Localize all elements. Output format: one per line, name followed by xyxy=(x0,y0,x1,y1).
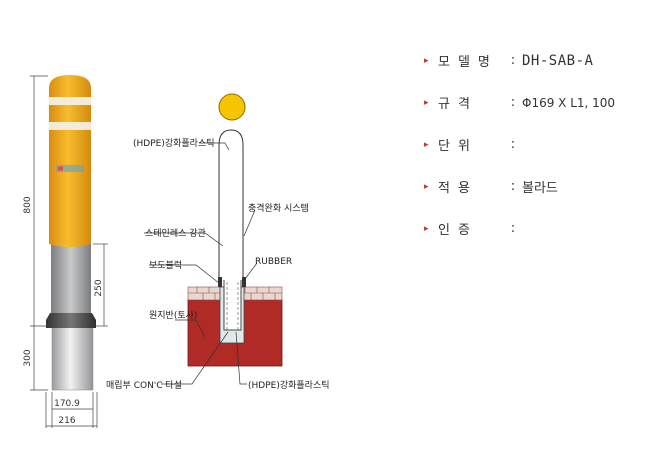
base-cylinder xyxy=(51,325,94,391)
hdpe-post xyxy=(218,129,244,280)
rubber-collar xyxy=(46,313,96,328)
spec-row-model: ▸ 모델명 : DH-SAB-A xyxy=(424,52,644,71)
cross-section xyxy=(187,93,283,367)
label-hdpe-bottom: (HDPE)강화플라스틱 xyxy=(248,379,330,391)
dim-height-total: 800 xyxy=(23,196,33,213)
spec-label: 인증 xyxy=(438,223,478,238)
spec-colon: : xyxy=(510,137,516,152)
spec-label: 규격 xyxy=(438,97,478,112)
brand-logo xyxy=(56,165,84,172)
yellow-body xyxy=(49,75,91,247)
reflector-cap xyxy=(218,93,246,121)
reflective-band-1 xyxy=(49,97,91,105)
spec-row-unit: ▸ 단위 : xyxy=(424,136,644,154)
spec-colon: : xyxy=(510,179,516,194)
bullet-icon: ▸ xyxy=(424,223,429,234)
dim-width-pipe: 170.9 xyxy=(54,399,80,409)
label-stainless: 스테인레스 강관 xyxy=(145,228,206,239)
reflective-band-2 xyxy=(49,122,91,130)
spec-value: 볼라드 xyxy=(522,181,558,196)
rubber-strip xyxy=(218,277,222,287)
spec-label: 단위 xyxy=(438,139,478,154)
label-rubber: RUBBER xyxy=(255,257,292,267)
spec-row-certification: ▸ 인증 : xyxy=(424,220,644,238)
spec-value: DH-SAB-A xyxy=(522,52,594,69)
spec-colon: : xyxy=(510,95,516,110)
bullet-icon: ▸ xyxy=(424,97,429,108)
label-concrete: 매립부 CON'C 타설 xyxy=(106,380,182,391)
spec-row-application: ▸ 적용 : 볼라드 xyxy=(424,178,644,196)
bullet-icon: ▸ xyxy=(424,55,429,66)
leader-lines xyxy=(144,142,258,385)
steel-pipe xyxy=(51,244,91,314)
logo-mark xyxy=(58,166,63,171)
spec-colon: : xyxy=(510,221,516,236)
label-shock-system: 충격완화 시스템 xyxy=(248,202,309,214)
bollard-illustration xyxy=(46,75,96,391)
dim-height-base: 300 xyxy=(23,349,33,366)
bullet-icon: ▸ xyxy=(424,139,429,150)
vertical-dimensions xyxy=(30,75,108,391)
label-hdpe-top: (HDPE)강화플라스틱 xyxy=(133,137,215,149)
bullet-icon: ▸ xyxy=(424,181,429,192)
spec-label: 모델명 xyxy=(438,55,498,70)
horizontal-dimensions xyxy=(45,392,98,428)
dim-width-base: 216 xyxy=(58,416,75,426)
spec-row-size: ▸ 규격 : Φ169 X L1, 100 xyxy=(424,94,644,112)
spec-colon: : xyxy=(510,53,516,68)
spec-value: Φ169 X L1, 100 xyxy=(522,95,616,110)
spec-label: 적용 xyxy=(438,181,478,196)
spec-list: ▸ 모델명 : DH-SAB-A ▸ 규격 : Φ169 X L1, 100 ▸… xyxy=(424,52,644,262)
dim-height-sleeve: 250 xyxy=(94,279,104,296)
rubber-strip-right xyxy=(242,277,246,287)
label-sidewalk: 보도블럭 xyxy=(149,259,182,271)
label-ground: 원지반(토사) xyxy=(149,310,197,321)
